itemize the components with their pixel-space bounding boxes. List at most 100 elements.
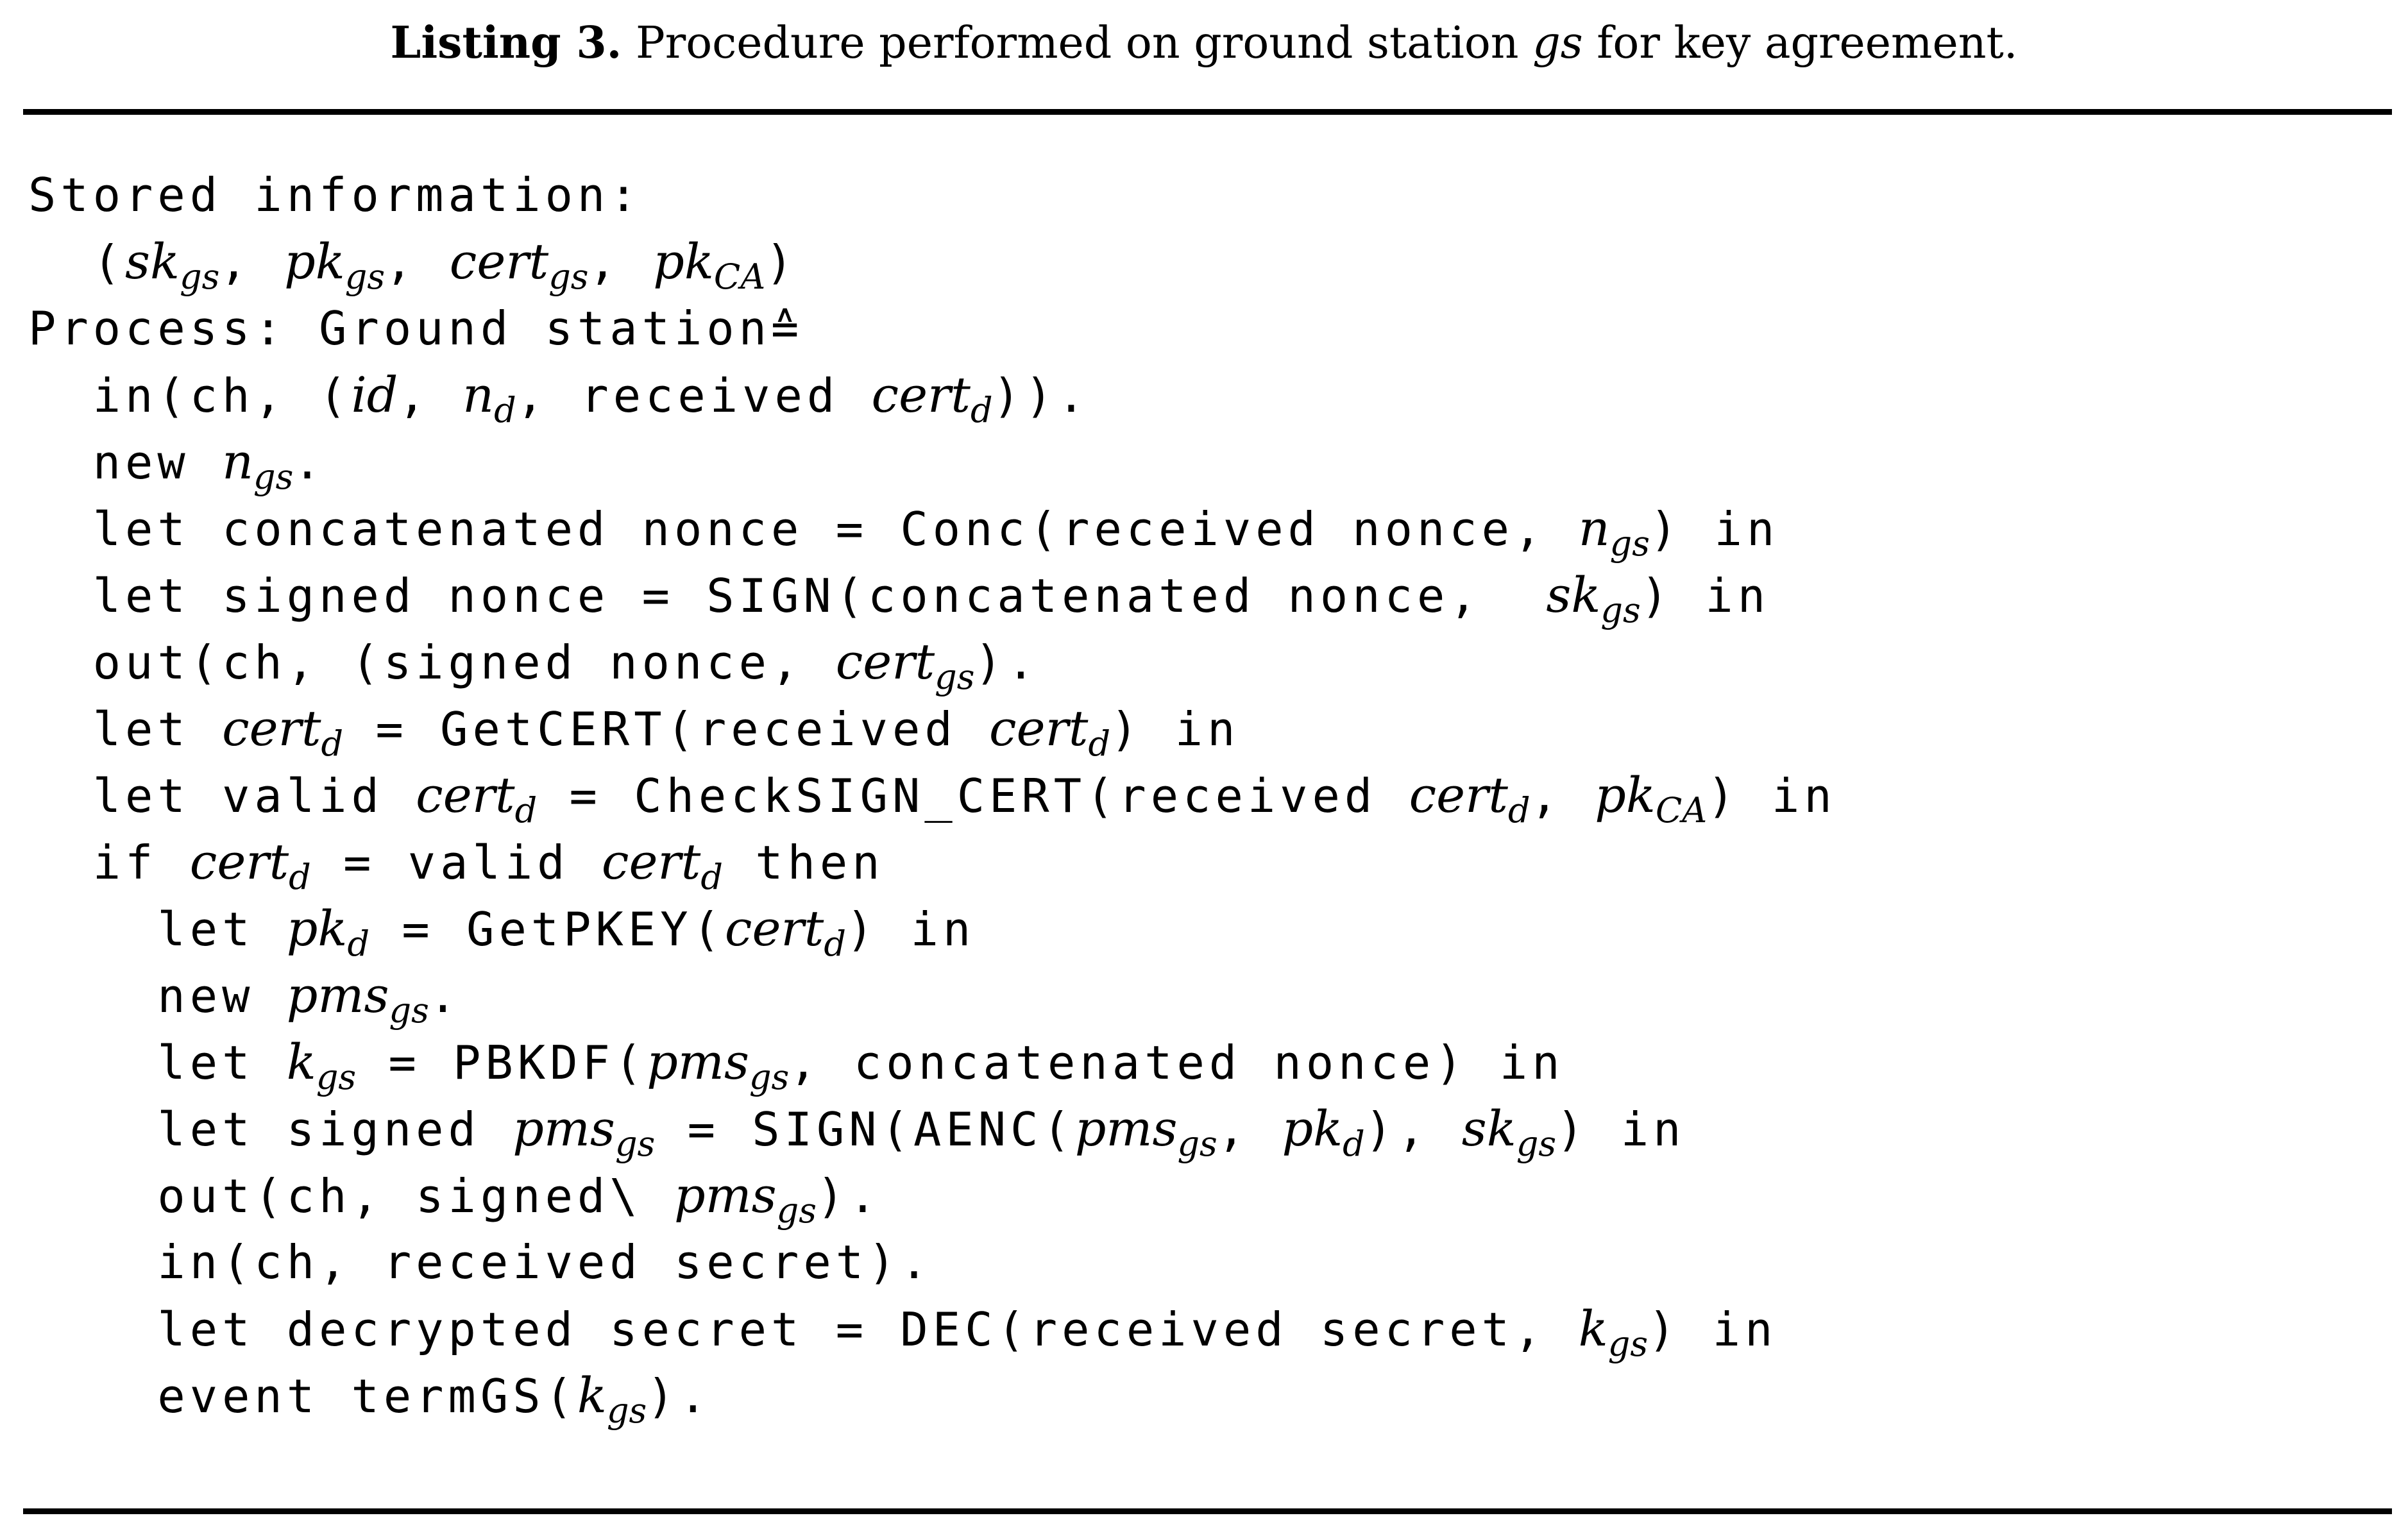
math-var-base: cert xyxy=(416,766,515,823)
code-line: out(ch, signed\ pmsgs). xyxy=(28,1162,2376,1229)
code-text: let xyxy=(28,902,287,956)
math-var-base: cert xyxy=(222,700,321,757)
math-var: certd xyxy=(724,900,846,961)
code-line: in(ch, received secret). xyxy=(28,1229,2376,1295)
math-var: pkd xyxy=(287,900,369,961)
code-text: ), xyxy=(1364,1102,1462,1156)
math-var-subscript: gs xyxy=(1609,523,1650,564)
code-text: new xyxy=(28,435,223,489)
code-text: ) in xyxy=(845,902,976,956)
code-text: let signed xyxy=(28,1102,513,1156)
code-text: ) in xyxy=(1640,569,1770,623)
math-var-base: cert xyxy=(724,900,824,957)
math-var-subscript: gs xyxy=(180,257,220,297)
math-var-subscript: gs xyxy=(1177,1124,1217,1164)
code-text: ) in xyxy=(1556,1102,1686,1156)
code-text: , concatenated nonce) in xyxy=(789,1036,1564,1090)
math-var: nd xyxy=(462,366,516,428)
math-var: pmsgs xyxy=(647,1033,789,1095)
math-var-subscript: gs xyxy=(1600,590,1641,630)
math-var: pkCA xyxy=(1595,766,1707,828)
code-text: , xyxy=(1217,1102,1282,1156)
math-var: ngs xyxy=(222,433,293,494)
math-var-base: pk xyxy=(1595,766,1656,823)
math-var: id xyxy=(351,366,398,423)
code-listing: Stored information: (skgs, pkgs, certgs,… xyxy=(28,162,2376,1429)
math-var-subscript: d xyxy=(347,924,370,964)
code-text: let valid xyxy=(28,769,416,823)
code-text: in(ch, received secret). xyxy=(28,1235,933,1289)
math-var-subscript: gs xyxy=(389,990,429,1031)
math-var: pkCA xyxy=(653,233,765,294)
code-text: , xyxy=(588,235,654,289)
math-var: kgs xyxy=(287,1033,356,1095)
math-var: skgs xyxy=(1546,566,1640,628)
code-line: let signed nonce = SIGN(concatenated non… xyxy=(28,562,2376,629)
math-var-base: n xyxy=(462,366,495,423)
code-text: let concatenated nonce = Conc(received n… xyxy=(28,502,1579,556)
math-var-base: pk xyxy=(653,233,714,290)
code-text: , xyxy=(398,369,463,423)
code-text: ) xyxy=(765,235,798,289)
math-var-subscript: d xyxy=(1507,790,1530,831)
code-text: = GetPKEY( xyxy=(369,902,725,956)
math-var-subscript: d xyxy=(1088,723,1111,764)
math-var-subscript: gs xyxy=(253,457,294,497)
code-line: let kgs = PBKDF(pmsgs, concatenated nonc… xyxy=(28,1029,2376,1095)
code-text: ( xyxy=(28,235,126,289)
math-var-subscript: d xyxy=(494,390,516,430)
code-line: new ngs. xyxy=(28,428,2376,495)
math-var-base: k xyxy=(1578,1300,1608,1357)
code-text: in(ch, ( xyxy=(28,369,352,423)
code-text: = SIGN(AENC( xyxy=(655,1102,1075,1156)
math-var-base: sk xyxy=(1546,566,1601,623)
math-var: certd xyxy=(416,766,537,828)
code-text: out(ch, signed\ xyxy=(28,1169,674,1223)
code-line: let decrypted secret = DEC(received secr… xyxy=(28,1295,2376,1362)
code-text: let xyxy=(28,1036,287,1090)
math-var: pmsgs xyxy=(513,1100,655,1161)
math-var: kgs xyxy=(1578,1300,1648,1362)
code-text: = CheckSIGN_CERT(received xyxy=(537,769,1409,823)
math-var: skgs xyxy=(1462,1100,1556,1161)
code-text: = GetCERT(received xyxy=(343,702,990,756)
code-line: Stored information: xyxy=(28,162,2376,228)
math-var-subscript: gs xyxy=(935,657,975,697)
math-var-base: pms xyxy=(1074,1100,1178,1157)
math-var: pkgs xyxy=(284,233,385,294)
math-var: certd xyxy=(601,833,723,895)
math-var-subscript: gs xyxy=(606,1390,647,1431)
math-var-base: pms xyxy=(674,1167,777,1224)
math-var-subscript: d xyxy=(514,790,538,831)
caption-label: Listing 3. xyxy=(390,17,622,69)
math-var-base: cert xyxy=(449,233,549,290)
code-line: let pkd = GetPKEY(certd) in xyxy=(28,895,2376,962)
math-var: pmsgs xyxy=(1074,1100,1217,1161)
code-text: ) in xyxy=(1649,502,1779,556)
code-text: )). xyxy=(992,369,1090,423)
math-var-base: pms xyxy=(513,1100,615,1157)
code-text: = PBKDF( xyxy=(356,1036,647,1090)
code-line: Process: Ground station≙ xyxy=(28,295,2376,362)
caption-text-before: Procedure performed on ground station xyxy=(622,18,1533,69)
math-var-subscript: d xyxy=(321,723,344,764)
code-text: let xyxy=(28,702,223,756)
code-line: in(ch, (id, nd, received certd)). xyxy=(28,362,2376,428)
math-var-base: cert xyxy=(189,833,289,890)
math-var-subscript: gs xyxy=(548,257,589,297)
math-var: pmsgs xyxy=(287,966,429,1028)
code-text: Stored information: xyxy=(28,168,642,222)
math-var-base: pk xyxy=(1282,1100,1343,1157)
math-var-base: cert xyxy=(601,833,701,890)
math-var-subscript: gs xyxy=(1516,1124,1557,1164)
code-text: , xyxy=(385,235,450,289)
math-var-subscript: d xyxy=(970,390,993,430)
code-text: , xyxy=(219,235,285,289)
math-var-base: cert xyxy=(871,366,971,423)
caption-text-after: for key agreement. xyxy=(1582,18,2018,69)
math-var: pmsgs xyxy=(674,1167,817,1228)
math-var-subscript: gs xyxy=(749,1057,790,1097)
math-var: certd xyxy=(1409,766,1530,828)
code-text: let signed nonce = SIGN(concatenated non… xyxy=(28,569,1547,623)
math-var-base: id xyxy=(351,366,398,423)
